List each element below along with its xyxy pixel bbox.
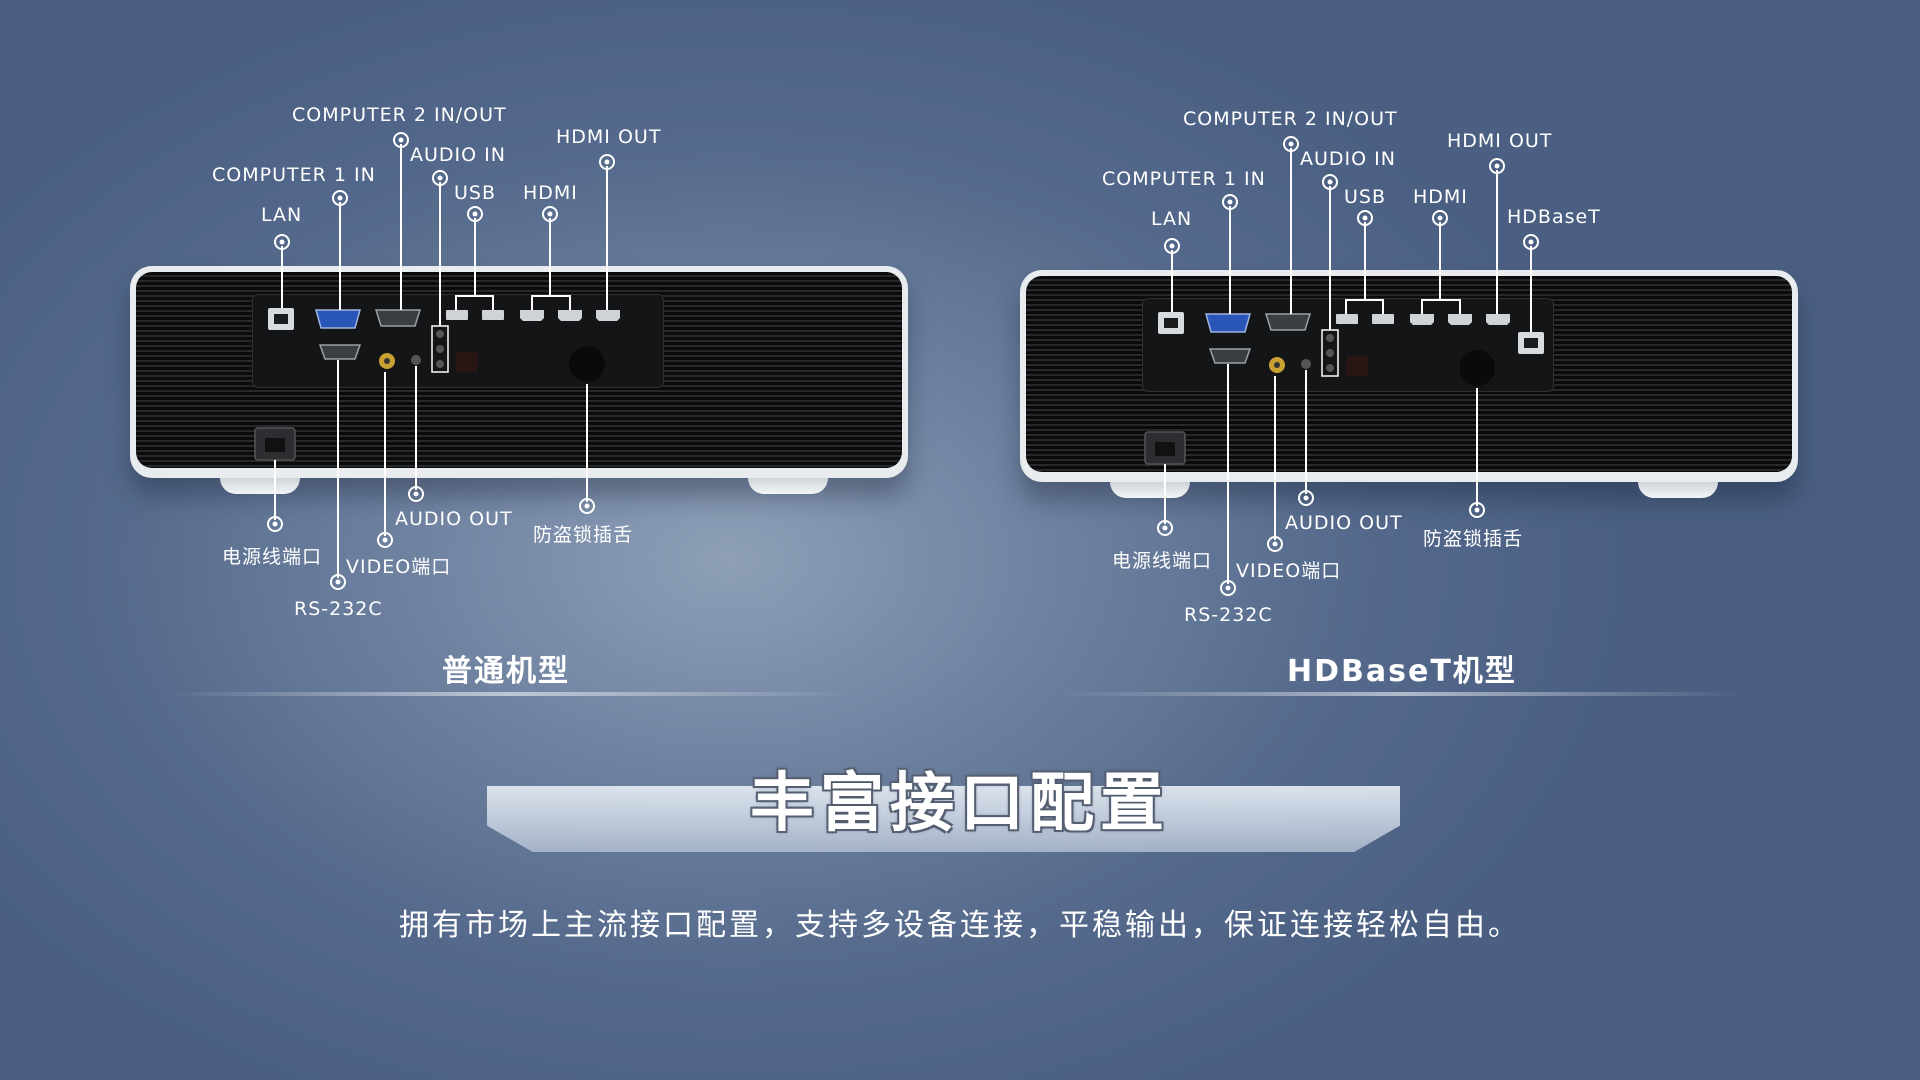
- label-video-port: VIDEO端口: [1236, 560, 1342, 582]
- label-hdmi-out: HDMI OUT: [556, 126, 662, 148]
- serial-port-icon: [1208, 348, 1252, 364]
- title-underline-glow: [1060, 692, 1740, 696]
- left-ports: [254, 308, 620, 461]
- label-usb: USB: [454, 182, 497, 204]
- label-power-port: 电源线端口: [222, 546, 323, 568]
- hdmi-port-icon: [596, 310, 620, 321]
- audio-out-jack-icon: [411, 355, 421, 365]
- vga-port-icon: [1205, 313, 1251, 333]
- right-callouts: [1157, 136, 1539, 596]
- label-computer-2-in-out: COMPUTER 2 IN/OUT: [1183, 108, 1398, 130]
- hdmi-port-icon: [520, 310, 544, 321]
- vga-port-icon: [315, 309, 361, 329]
- label-video-port: VIDEO端口: [346, 556, 452, 578]
- label-hdmi: HDMI: [1413, 186, 1468, 208]
- projector-foot-right: [1638, 482, 1718, 498]
- label-audio-out: AUDIO OUT: [1285, 512, 1403, 534]
- label-hdbaset: HDBaseT: [1507, 206, 1601, 228]
- usb-port-icon: [1336, 314, 1358, 324]
- label-anti-theft-lock: 防盗锁插舌: [1423, 528, 1524, 550]
- audio-out-jack-icon: [1301, 359, 1311, 369]
- projector-foot-left: [220, 478, 300, 494]
- hdmi-port-icon: [1486, 314, 1510, 325]
- label-computer-2-in-out: COMPUTER 2 IN/OUT: [292, 104, 507, 126]
- hdbaset-model-title: HDBaseT机型: [1287, 654, 1517, 689]
- label-hdmi: HDMI: [523, 182, 578, 204]
- vga-port-icon: [1264, 313, 1312, 331]
- security-lock-slot: [1459, 350, 1495, 386]
- left-callouts: [267, 132, 615, 590]
- right-ports: [1144, 312, 1544, 465]
- usb-port-icon: [1372, 314, 1394, 324]
- vga-port-icon: [374, 309, 422, 327]
- hdmi-port-icon: [1448, 314, 1472, 325]
- label-power-port: 电源线端口: [1112, 550, 1213, 572]
- security-lock-slot: [569, 346, 605, 382]
- serial-port-icon: [318, 344, 362, 360]
- title-underline-glow: [170, 692, 850, 696]
- usb-port-icon: [482, 310, 504, 320]
- label-audio-in: AUDIO IN: [410, 144, 506, 166]
- label-anti-theft-lock: 防盗锁插舌: [533, 524, 634, 546]
- projector-foot-right: [748, 478, 828, 494]
- label-computer-1-in: COMPUTER 1 IN: [1102, 168, 1266, 190]
- label-computer-1-in: COMPUTER 1 IN: [212, 164, 376, 186]
- projector-foot-left: [1110, 482, 1190, 498]
- feature-description: 拥有市场上主流接口配置，支持多设备连接，平稳输出，保证连接轻松自由。: [399, 908, 1521, 943]
- label-lan: LAN: [1151, 208, 1193, 230]
- main-headline: 丰富接口配置: [750, 767, 1170, 841]
- label-hdmi-out: HDMI OUT: [1447, 130, 1553, 152]
- label-rs-232c: RS-232C: [1184, 604, 1273, 626]
- label-usb: USB: [1344, 186, 1387, 208]
- label-rs-232c: RS-232C: [294, 598, 383, 620]
- hdmi-port-icon: [558, 310, 582, 321]
- title-banner-plate: [487, 786, 1400, 852]
- label-audio-out: AUDIO OUT: [395, 508, 513, 530]
- hdmi-port-icon: [1410, 314, 1434, 325]
- label-lan: LAN: [261, 204, 303, 226]
- label-audio-in: AUDIO IN: [1300, 148, 1396, 170]
- usb-port-icon: [446, 310, 468, 320]
- standard-model-title: 普通机型: [442, 654, 570, 689]
